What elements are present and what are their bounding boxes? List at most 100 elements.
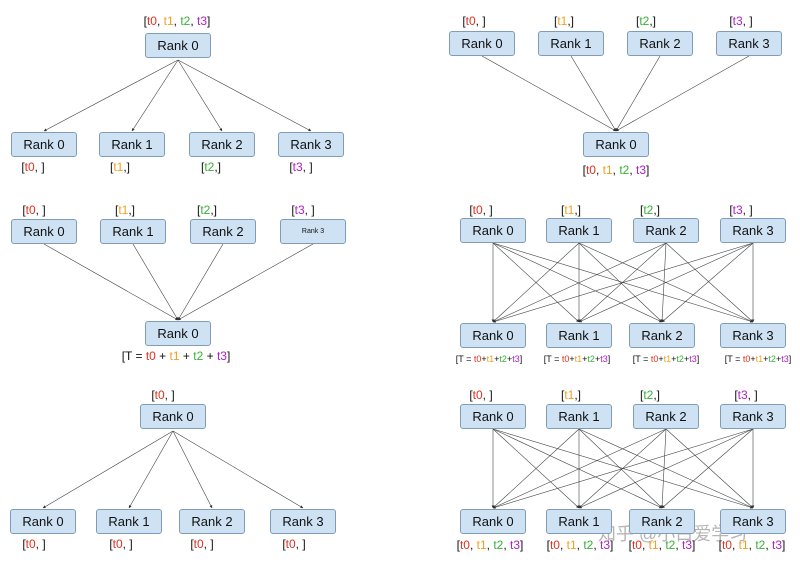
annotation-segment: ] — [782, 538, 786, 552]
annotation-segment: , ] — [35, 537, 46, 551]
annotation-segment: , — [559, 538, 567, 552]
annotation-segment: t0 — [742, 354, 751, 364]
annotation-segment: , ] — [295, 537, 306, 551]
edge-p5-r0 — [42, 430, 174, 509]
annotation-segment: [ — [21, 160, 25, 174]
annotation-segment: ,] — [128, 203, 136, 217]
rank-node-p4-b2: Rank 2 — [629, 323, 695, 348]
annotation-segment: [ — [456, 538, 460, 552]
annotation-segment: t0 — [473, 354, 482, 364]
annotation-segment: , — [748, 538, 756, 552]
annotation-segment: [ — [200, 160, 205, 174]
annotation-segment: t2 — [499, 354, 507, 364]
rank-node-p2-r1: Rank 1 — [538, 31, 604, 56]
tensor-annotation-p4-b3: [T = t0+t1+t2+t3] — [725, 352, 791, 366]
annotation-segment: ] — [519, 354, 523, 364]
annotation-segment: + — [671, 354, 677, 364]
rank-node-p1-root: Rank 0 — [145, 33, 211, 58]
annotation-segment: t2 — [619, 163, 630, 177]
edge-p4-r2-p4-b0 — [492, 242, 667, 323]
annotation-segment: , ] — [35, 203, 46, 217]
annotation-segment: + — [569, 354, 575, 364]
rank-node-p1-r1: Rank 1 — [99, 132, 165, 157]
annotation-segment: , ] — [742, 14, 753, 28]
annotation-segment: [ — [22, 537, 26, 551]
annotation-segment: t0 — [721, 538, 732, 552]
annotation-segment: ] — [610, 538, 614, 552]
annotation-segment: t2 — [665, 538, 676, 552]
rank-node-p5-r0: Rank 0 — [10, 509, 76, 534]
annotation-segment: [T = — [121, 349, 146, 363]
annotation-segment: t2 — [755, 538, 766, 552]
annotation-segment: t0 — [145, 349, 156, 363]
annotation-segment: t2 — [200, 203, 211, 217]
annotation-segment: [ — [729, 14, 733, 28]
annotation-segment: t0 — [459, 538, 470, 552]
edge-p6-r3-p6-b0 — [492, 428, 754, 509]
tensor-annotation-p1-r3: [t3, ] — [289, 160, 312, 174]
annotation-segment: t1 — [648, 538, 659, 552]
tensor-annotation-p2-root: [t0, t1, t2, t3] — [583, 163, 650, 177]
annotation-segment: [ — [560, 203, 565, 217]
edge-p1-r1 — [131, 59, 179, 132]
annotation-segment: [ — [109, 160, 114, 174]
rank-node-p1-r0: Rank 0 — [11, 132, 77, 157]
tensor-annotation-p6-b1: [t0, t1, t2, t3] — [547, 538, 614, 552]
rank-node-p6-b0: Rank 0 — [460, 509, 526, 534]
annotation-segment: t3 — [737, 388, 748, 402]
edge-p3-r0 — [43, 243, 179, 321]
annotation-segment: t2 — [639, 14, 650, 28]
annotation-segment: , — [629, 163, 637, 177]
annotation-segment: t0 — [112, 537, 123, 551]
annotation-segment: t0 — [465, 14, 476, 28]
tensor-annotation-p1-root: [t0, t1, t2, t3] — [144, 14, 211, 28]
annotation-segment: + — [658, 354, 664, 364]
annotation-segment: [ — [628, 538, 632, 552]
edge-p6-r3-p6-b1 — [578, 428, 754, 509]
annotation-segment: + — [775, 354, 782, 364]
annotation-segment: t0 — [631, 538, 642, 552]
annotation-segment: [ — [114, 203, 119, 217]
edge-p4-r3-p4-b0 — [492, 242, 754, 323]
rank-node-p6-r3: Rank 3 — [720, 404, 786, 429]
annotation-segment: , ] — [34, 160, 45, 174]
annotation-segment: t0 — [285, 537, 296, 551]
annotation-segment: t3 — [512, 354, 520, 364]
tensor-annotation-p4-r2: [t2,] — [640, 203, 660, 217]
annotation-segment: ,] — [214, 160, 222, 174]
annotation-segment: + — [594, 354, 601, 364]
tensor-annotation-p6-b0: [t0, t1, t2, t3] — [457, 538, 524, 552]
rank-node-p5-root: Rank 0 — [140, 404, 206, 429]
rank-node-p3-r2: Rank 2 — [190, 219, 256, 244]
annotation-segment: , — [173, 14, 181, 28]
annotation-segment: t2 — [643, 203, 654, 217]
annotation-segment: t2 — [643, 388, 654, 402]
annotation-segment: t2 — [676, 354, 684, 364]
annotation-segment: t3 — [636, 163, 647, 177]
annotation-segment: [ — [718, 538, 722, 552]
annotation-segment: t0 — [25, 537, 36, 551]
tensor-annotation-p4-b2: [T = t0+t1+t2+t3] — [633, 352, 699, 366]
annotation-segment: [ — [639, 203, 644, 217]
annotation-segment: + — [203, 349, 217, 363]
rank-node-p5-r1: Rank 1 — [96, 509, 162, 534]
rank-node-p6-r0: Rank 0 — [460, 404, 526, 429]
tensor-annotation-p5-r3: [t0, ] — [282, 537, 305, 551]
edge-p5-r2 — [172, 430, 213, 509]
edge-p2-r2 — [615, 55, 661, 132]
rank-node-p4-b1: Rank 1 — [546, 323, 612, 348]
rank-node-p2-r0: Rank 0 — [449, 31, 515, 56]
annotation-segment: ,] — [649, 14, 657, 28]
annotation-segment: ,] — [567, 14, 575, 28]
annotation-segment: t0 — [549, 538, 560, 552]
annotation-segment: t2 — [193, 349, 204, 363]
edge-p1-r0 — [43, 59, 179, 132]
annotation-segment: t1 — [564, 388, 575, 402]
annotation-segment: [ — [553, 14, 558, 28]
rank-node-p1-r2: Rank 2 — [189, 132, 255, 157]
annotation-segment: t3 — [682, 538, 693, 552]
annotation-segment: [ — [734, 388, 738, 402]
edge-p4-r1-p4-b2 — [578, 242, 663, 323]
edge-p4-r3-p4-b2 — [661, 242, 754, 323]
